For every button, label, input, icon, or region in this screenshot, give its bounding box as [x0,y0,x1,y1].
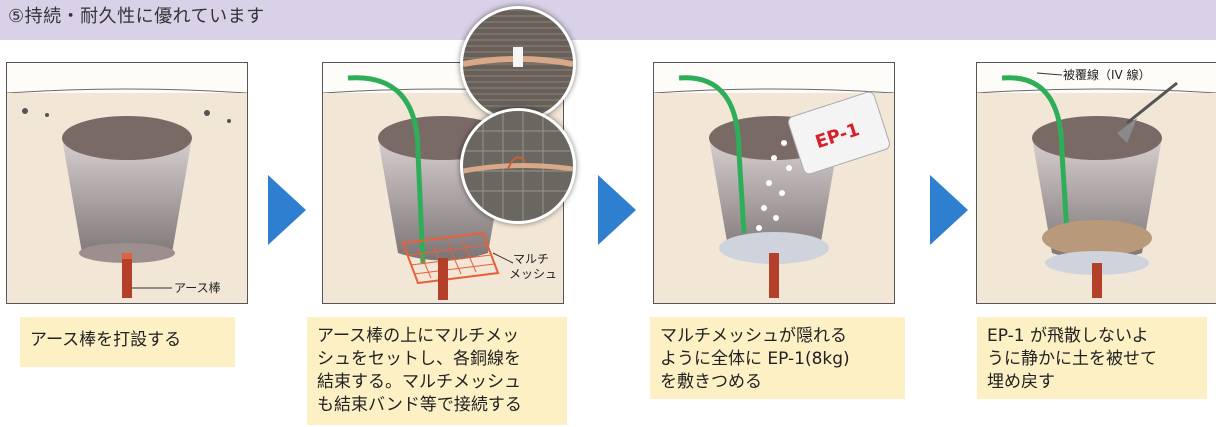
zoom-detail-bottom [460,108,576,224]
step-2-caption-line-2: シュをセットし、各銅線を [317,349,521,369]
step-2-caption-line-3: 結束する。マルチメッシュ [317,372,521,392]
zoom-detail-top [460,6,576,122]
step-4-illustration: 被覆線（IV 線） [976,62,1216,304]
header-bar: ⑤持続・耐久性に優れています [0,0,1216,40]
step-3-caption-line-2: ように全体に EP-1(8kg) [660,349,850,369]
step-4-caption-line-1: EP-1 が飛散しないよ [987,326,1149,346]
step-1-illustration: アース棒 [6,62,248,304]
step-3-caption-line-3: を敷きつめる [660,372,762,392]
step-4-caption-line-3: 埋め戻す [987,372,1055,392]
ground-rod-label: アース棒 [174,281,221,295]
step-2-caption-line-1: アース棒の上にマルチメッ [317,326,520,346]
coated-wire-label: 被覆線（IV 線） [1063,67,1151,82]
next-step-arrow-3 [930,175,968,245]
step-1-caption-line: アース棒を打設する [30,330,182,350]
multi-mesh-label-line2: メッシュ [509,267,557,281]
step-4-caption-line-2: うに静かに土を被せて [987,349,1157,369]
step-2-caption: アース棒の上にマルチメッ シュをセットし、各銅線を 結束する。マルチメッシュ も… [307,317,567,425]
page-title: ⑤持続・耐久性に優れています [8,6,265,27]
step-1-caption: アース棒を打設する [20,317,235,367]
step-2-caption-line-4: も結束バンド等で接続する [317,395,522,415]
step-4-caption: EP-1 が飛散しないよ うに静かに土を被せて 埋め戻す [977,317,1207,399]
next-step-arrow-2 [598,175,636,245]
step-3-caption-line-1: マルチメッシュが隠れる [660,326,847,346]
step-3-illustration: EP-1 [653,62,895,304]
next-step-arrow-1 [268,175,306,245]
multi-mesh-label-line1: マルチ [513,252,549,266]
step-3-caption: マルチメッシュが隠れる ように全体に EP-1(8kg) を敷きつめる [650,317,905,399]
